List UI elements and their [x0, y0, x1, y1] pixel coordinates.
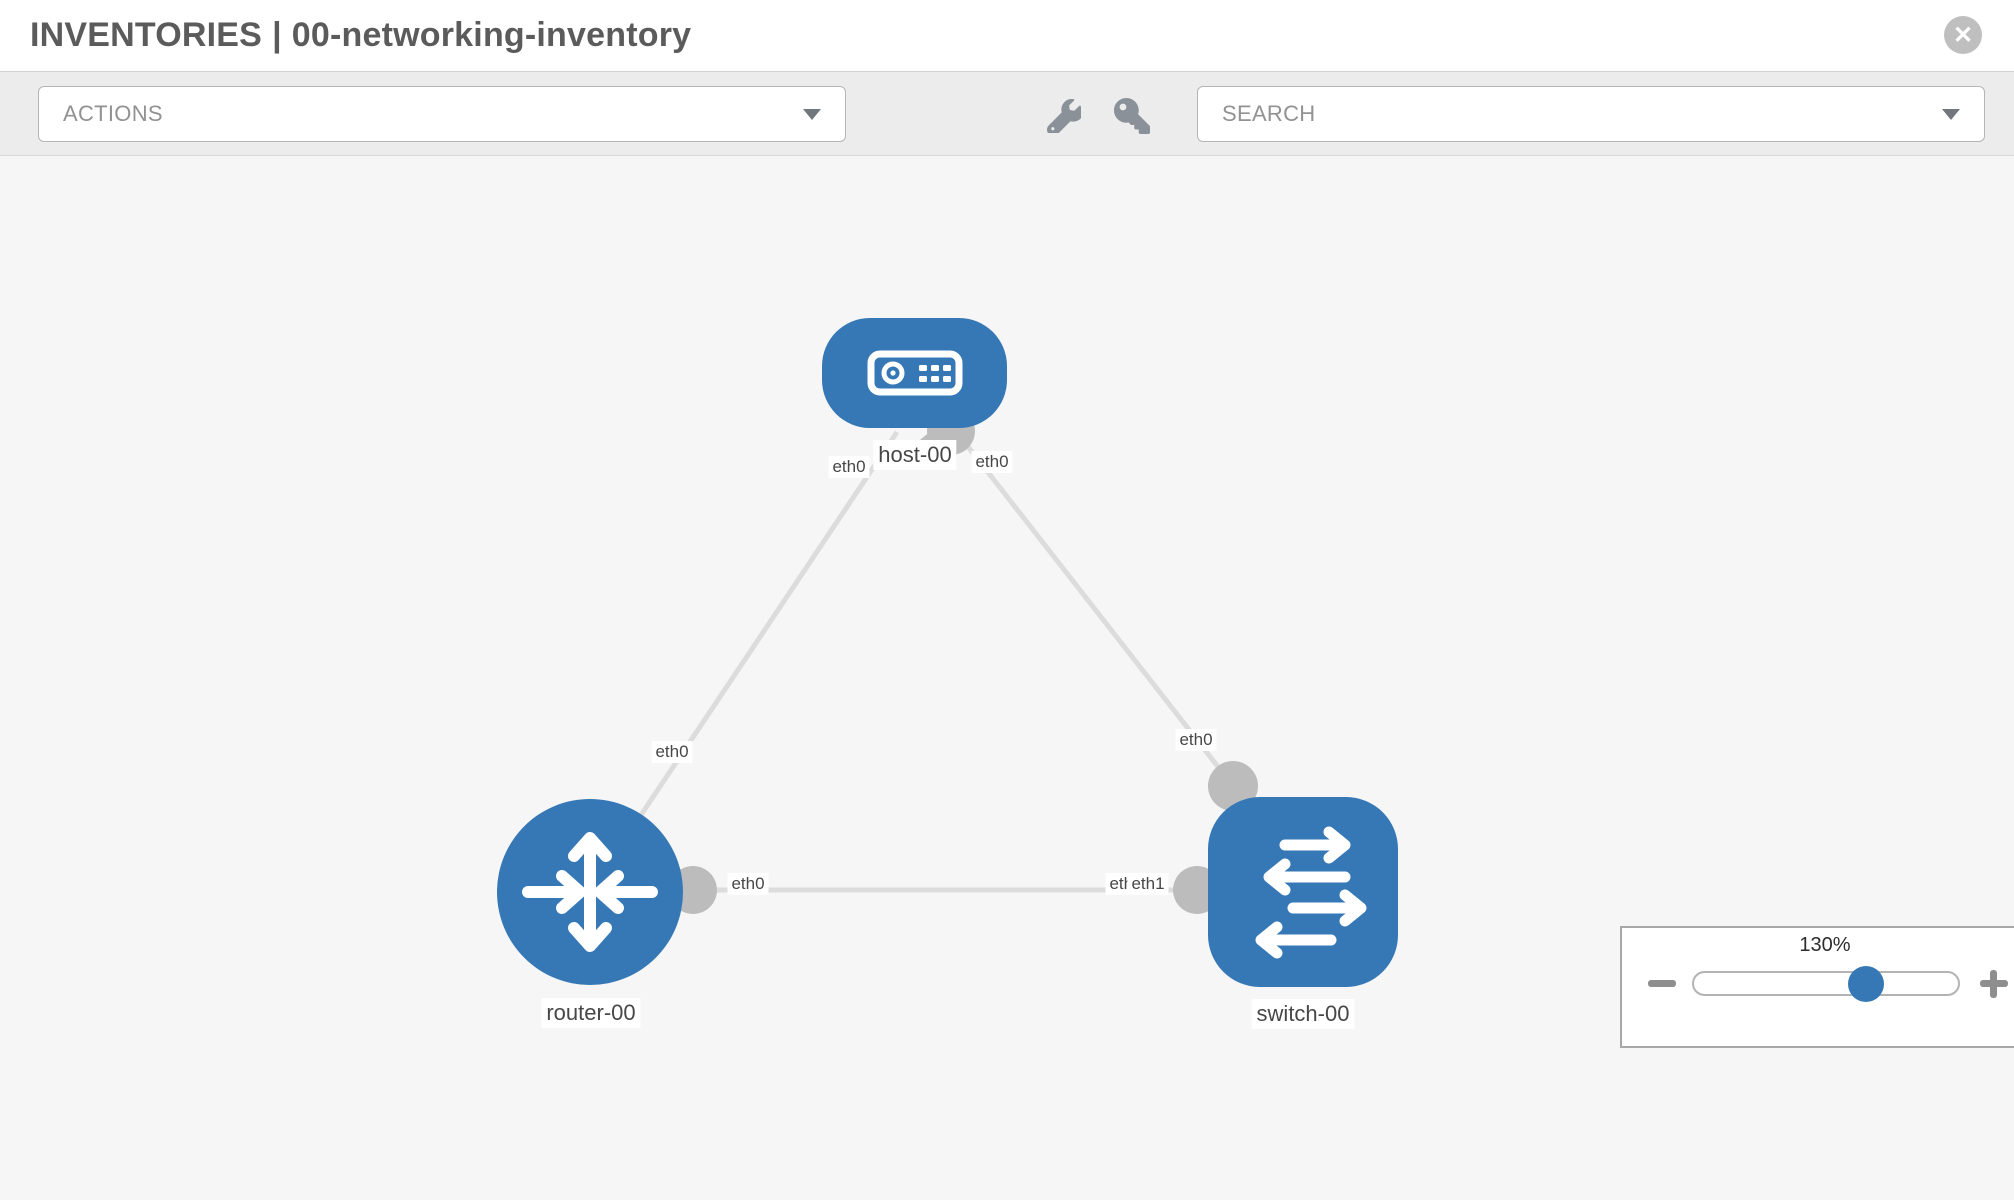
inventory-name: 00-networking-inventory [291, 16, 692, 54]
iface-label-host-eth0-right: eth0 [971, 451, 1013, 473]
chevron-down-icon [803, 108, 821, 120]
header-bar: INVENTORIES|00-networking-inventory ✕ [0, 0, 2014, 72]
wrench-icon[interactable] [1043, 96, 1085, 136]
page-title: INVENTORIES|00-networking-inventory [30, 16, 691, 55]
toolbar: ACTIONS SEARCH [0, 72, 2014, 156]
iface-label-router-eth0-up: eth0 [651, 741, 693, 763]
search-dropdown[interactable]: SEARCH [1197, 86, 1985, 142]
switch-arrows-icon [1255, 826, 1367, 959]
node-label-host: host-00 [873, 440, 957, 470]
router-arrows-icon [522, 832, 658, 952]
iface-label-switch-eth1: eth1 [1127, 873, 1169, 895]
topology-canvas[interactable]: host-00 router-00 switch-00 eth0 eth0 et… [0, 157, 2014, 1200]
link-host-switch[interactable] [953, 428, 1235, 788]
zoom-slider-thumb[interactable] [1848, 966, 1884, 1002]
node-label-switch: switch-00 [1251, 999, 1355, 1029]
key-icon[interactable] [1111, 96, 1153, 136]
chevron-down-icon [1942, 108, 1960, 120]
search-dropdown-label: SEARCH [1222, 101, 1316, 126]
node-host-00[interactable] [822, 318, 1007, 428]
node-switch-00[interactable] [1208, 797, 1398, 987]
iface-label-router-eth0-right: eth0 [727, 873, 769, 895]
iface-label-switch-eth0-up: eth0 [1175, 729, 1217, 751]
node-label-router: router-00 [541, 998, 641, 1028]
breadcrumb-divider: | [272, 16, 282, 54]
actions-dropdown-label: ACTIONS [63, 101, 163, 126]
close-icon[interactable]: ✕ [1944, 16, 1982, 54]
zoom-out-button[interactable] [1648, 980, 1676, 987]
iface-label-host-eth0-left: eth0 [828, 456, 870, 478]
zoom-control-panel: 130% [1620, 926, 2014, 1048]
zoom-slider-track[interactable] [1692, 971, 1960, 996]
server-icon [867, 350, 962, 396]
zoom-in-button[interactable] [1980, 970, 2008, 998]
zoom-percentage: 130% [1799, 934, 1851, 956]
actions-dropdown[interactable]: ACTIONS [38, 86, 846, 142]
node-router-00[interactable] [497, 799, 683, 985]
breadcrumb-section: INVENTORIES [30, 16, 263, 54]
